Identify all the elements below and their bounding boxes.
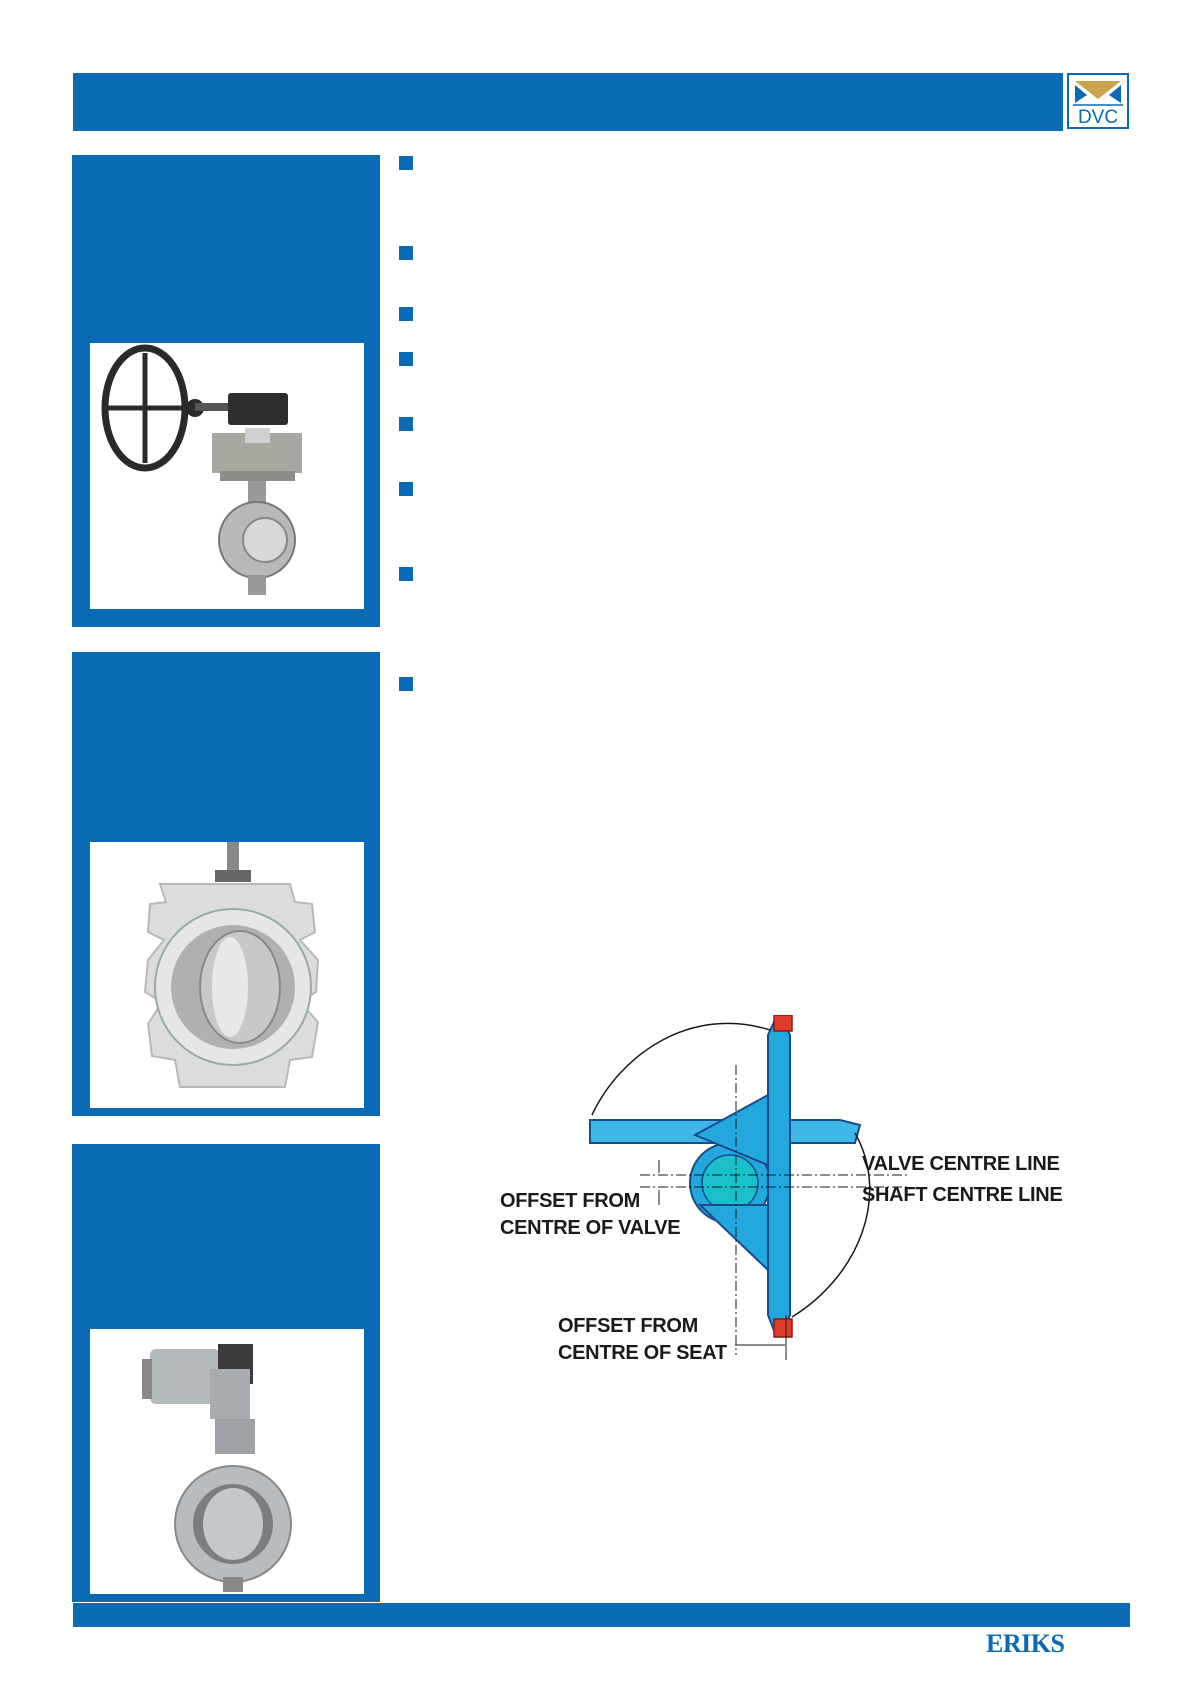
seat-bottom: [773, 1318, 793, 1338]
triple-offset-diagram: VALVE CENTRE LINE SHAFT CENTRE LINE OFFS…: [490, 1014, 1090, 1385]
bullet-4: [399, 352, 413, 366]
eriks-logo: ERIKS: [986, 1629, 1065, 1658]
label-offset-valve-1: OFFSET FROM: [500, 1190, 640, 1212]
side-panel-1: [72, 155, 380, 627]
label-offset-seat-1: OFFSET FROM: [558, 1315, 698, 1337]
seat-top: [773, 1014, 793, 1032]
label-valve-centre: VALVE CENTRE LINE: [862, 1153, 1060, 1175]
bullet-1: [399, 156, 413, 170]
valve-photo-1: [90, 343, 364, 609]
bullet-6: [399, 482, 413, 496]
closed-disc: [767, 1019, 791, 1334]
valve-photo-3: [90, 1329, 364, 1594]
label-offset-seat-2: CENTRE OF SEAT: [558, 1342, 727, 1364]
label-shaft-centre: SHAFT CENTRE LINE: [862, 1184, 1062, 1206]
side-panel-3: [72, 1144, 380, 1602]
dvc-logo: DVC: [1067, 73, 1129, 129]
bullet-2: [399, 246, 413, 260]
bullet-5: [399, 417, 413, 431]
header-bar: [73, 73, 1063, 131]
bullet-7: [399, 567, 413, 581]
valve-photo-2: [90, 842, 364, 1108]
footer-bar: [73, 1603, 1130, 1627]
logo-text: DVC: [1078, 107, 1118, 128]
side-panel-2: [72, 652, 380, 1116]
label-offset-valve-2: CENTRE OF VALVE: [500, 1217, 680, 1239]
bullet-8: [399, 677, 413, 691]
bullet-3: [399, 307, 413, 321]
